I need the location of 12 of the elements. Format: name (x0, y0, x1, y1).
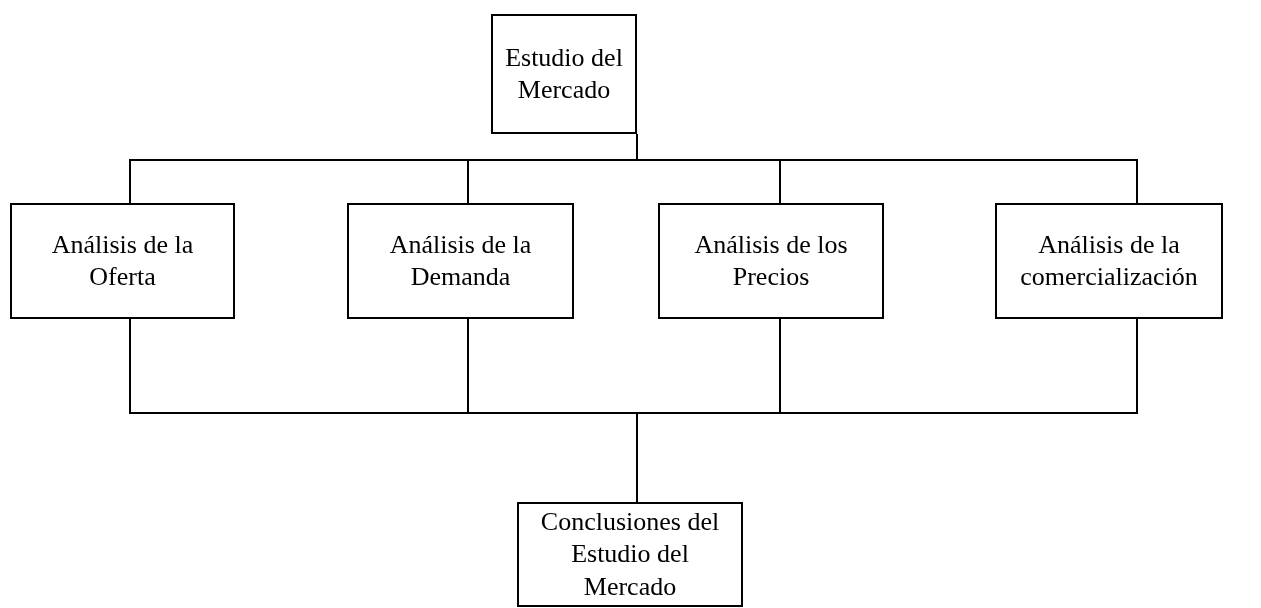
process-box (658, 203, 884, 319)
box-label: Análisis de la comercialización (1019, 228, 1199, 293)
box-label: Análisis de la Oferta (50, 228, 195, 293)
box-label: Análisis de la Demanda (388, 228, 533, 293)
process-box (995, 203, 1223, 319)
process-box (347, 203, 574, 319)
process-box (517, 502, 743, 607)
box-label: Estudio del Mercado (504, 41, 624, 106)
process-box (491, 14, 637, 134)
box-label: Análisis de los Precios (693, 228, 849, 293)
process-box (10, 203, 235, 319)
box-label: Conclusiones del Estudio del Mercado (539, 505, 721, 603)
